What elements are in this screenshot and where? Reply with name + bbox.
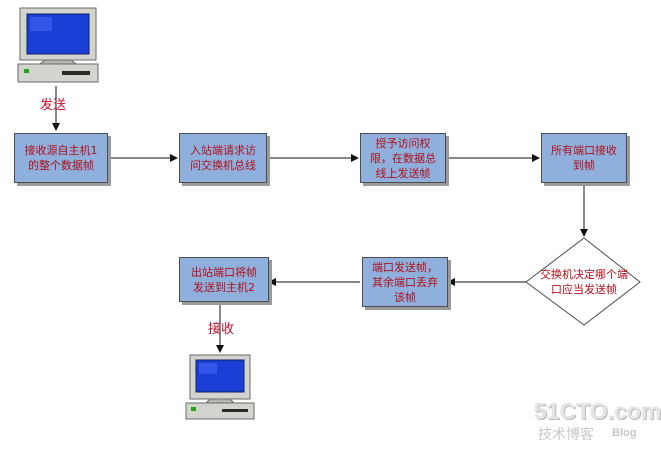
all-ports-receive-box: 所有端口接收 到帧 [541,133,627,183]
grant-access-box: 授予访问权 限，在数据总 线上发送帧 [360,133,446,183]
watermark-blog: Blog [612,427,637,439]
switch-decides-label: 交换机决定哪个端 口应当发送帧 [540,268,628,296]
send-label: 发送 [40,98,67,113]
host2-computer-icon [185,354,255,420]
egress-sends-box: 出站端口将帧 发送到主机2 [179,257,269,302]
watermark-subtitle: 技术博客 [538,427,594,443]
watermark-logo: 51CTO.com [534,398,661,424]
decision-diamond [525,237,641,326]
request-access-box: 入站端请求访 问交换机总线 [179,133,267,183]
port-sends-box: 端口发送帧， 其余端口丢弃 该帧 [362,257,448,307]
host1-computer-icon [17,7,99,83]
receive-frame-box: 接收源自主机1 的整个数据帧 [14,133,108,183]
receive-label: 接收 [208,322,235,337]
